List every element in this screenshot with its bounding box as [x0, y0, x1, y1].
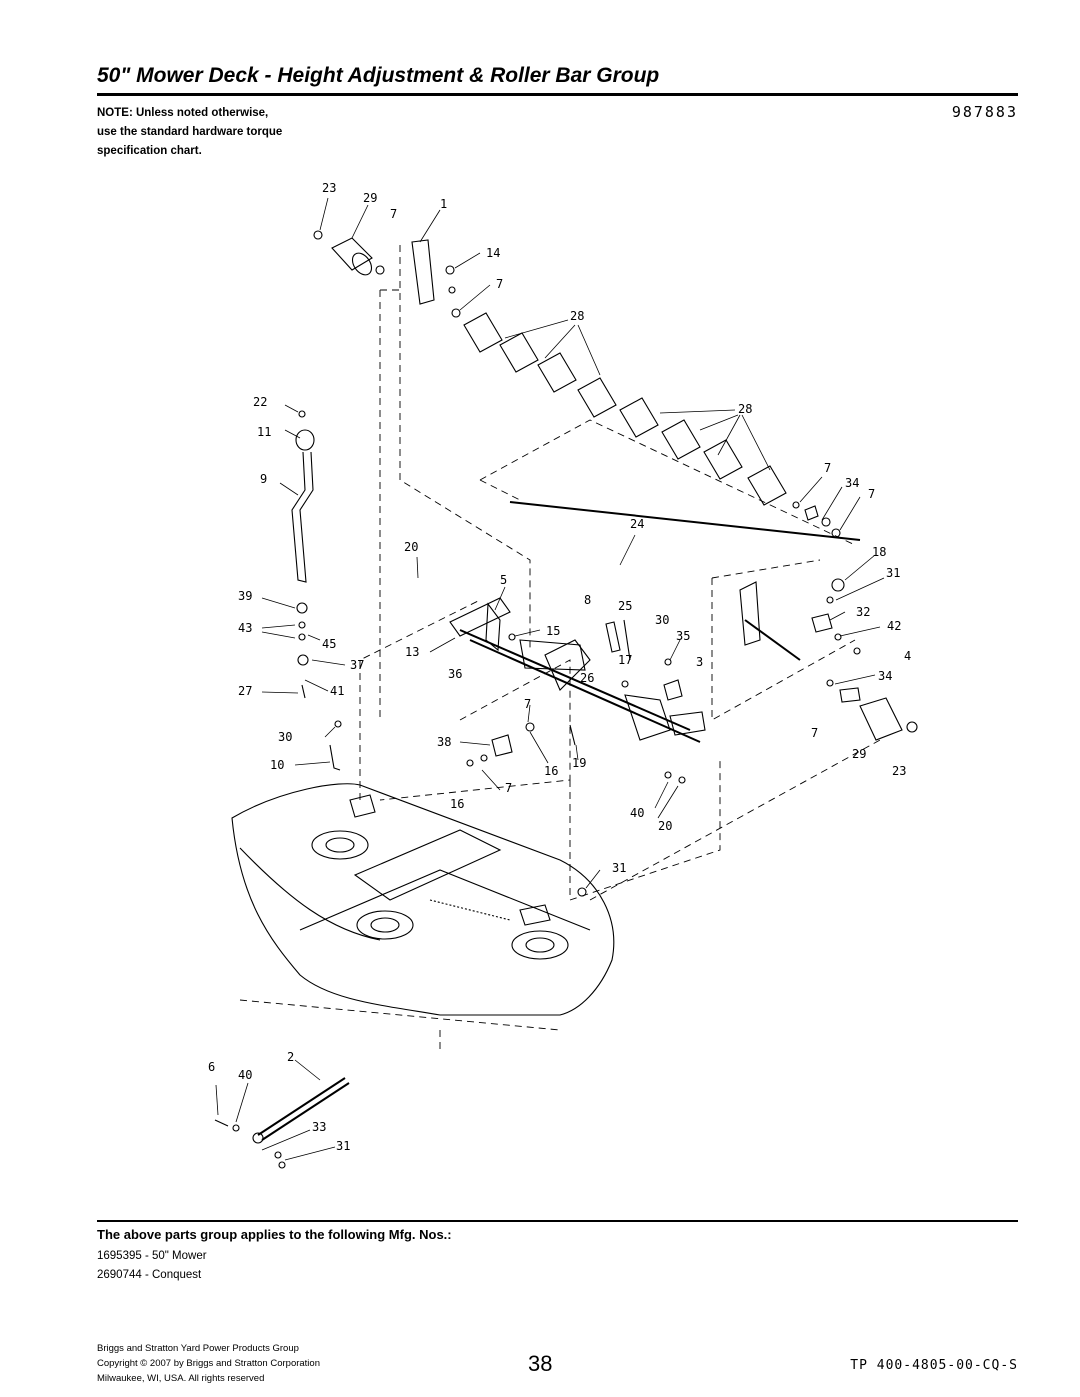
callout-label: 18	[872, 545, 886, 559]
callout-label: 23	[892, 764, 906, 778]
callout-label: 32	[856, 605, 870, 619]
callout-label: 7	[505, 781, 512, 795]
footer-location: Milwaukee, WI, USA. All rights reserved	[97, 1373, 265, 1384]
callout-label: 9	[260, 472, 267, 486]
callout-label: 20	[658, 819, 672, 833]
callout-label: 19	[572, 756, 586, 770]
callout-label: 4	[904, 649, 911, 663]
callout-label: 7	[811, 726, 818, 740]
callout-label: 35	[676, 629, 690, 643]
note-line: specification chart.	[97, 145, 202, 157]
footer-copyright-block: Briggs and Stratton Yard Power Products …	[97, 1341, 320, 1386]
mfg-number-item: 1695395 - 50" Mower	[97, 1250, 207, 1262]
assembly-guide-lines	[239, 245, 881, 1050]
callout-label: 1	[440, 197, 447, 211]
callout-label: 26	[580, 671, 594, 685]
callout-label: 31	[336, 1139, 350, 1153]
callout-label: 6	[208, 1060, 215, 1074]
footer-copyright: Copyright © 2007 by Briggs and Stratton …	[97, 1358, 320, 1369]
callout-label: 34	[878, 669, 892, 683]
callout-label: 7	[868, 487, 875, 501]
callout-label: 10	[270, 758, 284, 772]
height-lever-assembly	[291, 410, 342, 771]
leader-lines	[215, 197, 885, 1161]
callout-label: 30	[278, 730, 292, 744]
bottom-link-rod	[214, 1077, 350, 1169]
header-rule	[97, 93, 1018, 96]
callout-label: 42	[887, 619, 901, 633]
callout-label: 7	[390, 207, 397, 221]
roller-bar-rollers	[463, 312, 841, 538]
callout-label: 22	[253, 395, 267, 409]
page-title: 50" Mower Deck - Height Adjustment & Rol…	[97, 64, 660, 87]
callout-label: 14	[486, 246, 500, 260]
callout-label: 37	[350, 658, 364, 672]
top-roller-assembly	[313, 230, 461, 318]
callout-label: 45	[322, 637, 336, 651]
callout-label: 41	[330, 684, 344, 698]
callout-label: 25	[618, 599, 632, 613]
mfg-number-list: 1695395 - 50" Mower 2690744 - Conquest	[97, 1247, 207, 1285]
mfg-number-item: 2690744 - Conquest	[97, 1269, 202, 1281]
callout-label: 7	[524, 697, 531, 711]
note-line: NOTE: Unless noted otherwise,	[97, 107, 269, 119]
callout-label: 40	[630, 806, 644, 820]
document-id: TP 400-4805-00-CQ-S	[850, 1358, 1018, 1373]
right-roller-assembly	[811, 578, 918, 741]
callout-label: 28	[738, 402, 752, 416]
callout-label: 3	[696, 655, 703, 669]
callout-label: 33	[312, 1120, 326, 1134]
callout-label: 39	[238, 589, 252, 603]
callout-label: 31	[612, 861, 626, 875]
callout-label: 29	[852, 747, 866, 761]
callout-label: 7	[496, 277, 503, 291]
callout-label: 13	[405, 645, 419, 659]
callout-label: 2	[287, 1050, 294, 1064]
mower-deck-housing	[231, 783, 615, 1016]
callout-label: 31	[886, 566, 900, 580]
callout-label: 34	[845, 476, 859, 490]
callout-label: 27	[238, 684, 252, 698]
callout-label: 5	[500, 573, 507, 587]
callout-label: 15	[546, 624, 560, 638]
callout-label: 11	[257, 425, 271, 439]
roller-rod	[509, 501, 861, 541]
adjustment-shaft-assembly	[449, 581, 801, 897]
callout-label: 30	[655, 613, 669, 627]
footer-company: Briggs and Stratton Yard Power Products …	[97, 1343, 299, 1354]
torque-note: NOTE: Unless noted otherwise, use the st…	[97, 104, 377, 161]
callout-label: 28	[570, 309, 584, 323]
callout-label: 40	[238, 1068, 252, 1082]
callout-label: 20	[404, 540, 418, 554]
callout-label: 38	[437, 735, 451, 749]
callout-label: 36	[448, 667, 462, 681]
callout-label: 16	[450, 797, 464, 811]
note-line: use the standard hardware torque	[97, 126, 283, 138]
catalog-number: 987883	[951, 103, 1018, 121]
callout-label: 43	[238, 621, 252, 635]
callout-label: 23	[322, 181, 336, 195]
page-number: 38	[528, 1351, 553, 1376]
applies-rule	[97, 1220, 1018, 1222]
callout-labels: 23 29 1 7 14 7 28 28 22 11 9 7 34 7 24 2…	[208, 181, 911, 1153]
callout-label: 16	[544, 764, 558, 778]
callout-label: 8	[584, 593, 591, 607]
exploded-parts-diagram: 23 29 1 7 14 7 28 28 22 11 9 7 34 7 24 2…	[208, 181, 918, 1169]
callout-label: 7	[824, 461, 831, 475]
applies-heading: The above parts group applies to the fol…	[97, 1227, 452, 1242]
callout-label: 17	[618, 653, 632, 667]
callout-label: 24	[630, 517, 644, 531]
callout-label: 29	[363, 191, 377, 205]
